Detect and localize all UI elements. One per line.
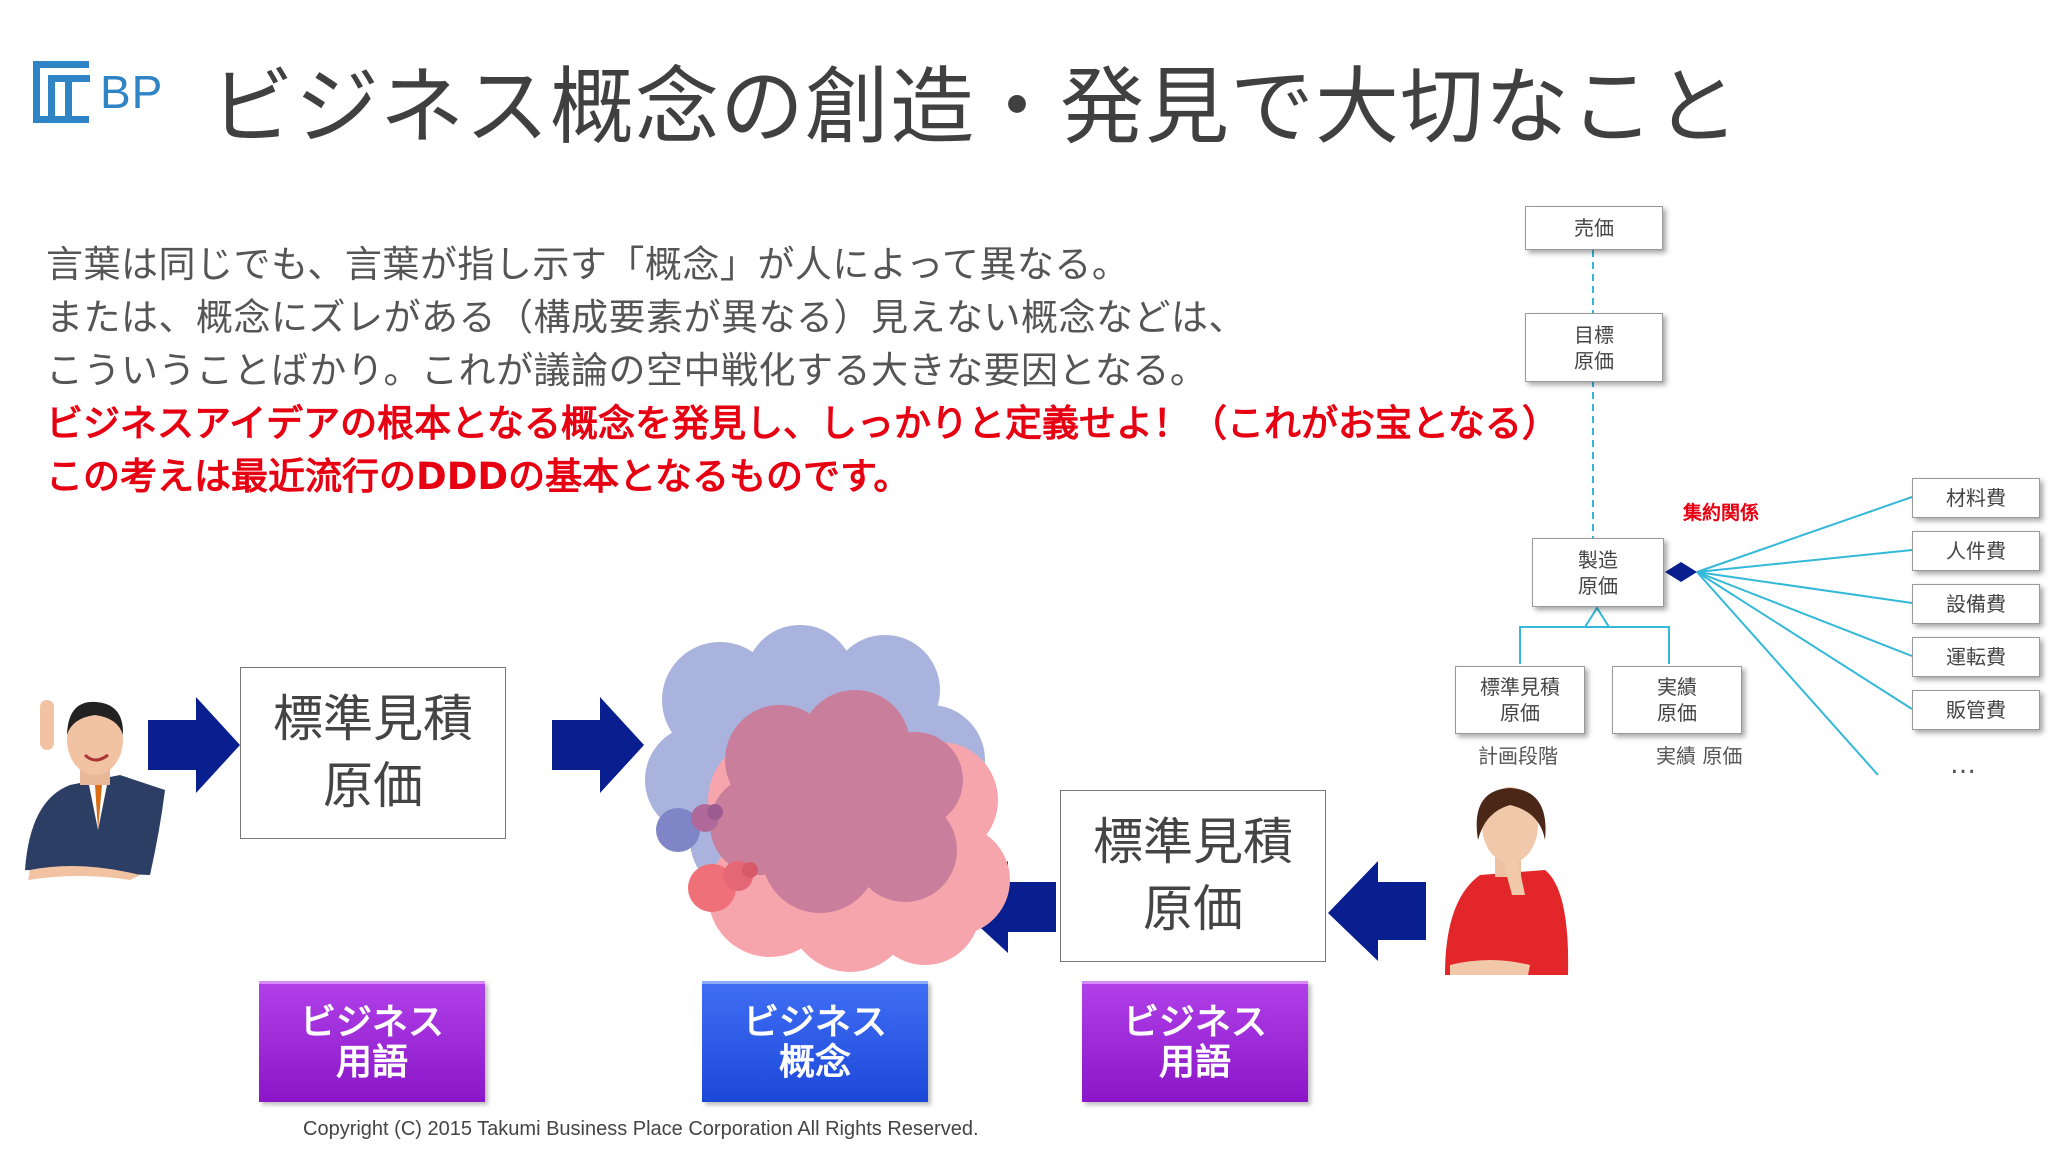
label-actual-cost: 実績 原価	[1656, 744, 1743, 768]
component-sales-admin-cost: 販管費	[1912, 690, 2040, 730]
aggregation-lines	[1696, 496, 1913, 776]
component-equipment-cost: 設備費	[1912, 584, 2040, 624]
label-planning-stage: 計画段階	[1478, 744, 1558, 768]
business-concept-tag: ビジネス 概念	[702, 981, 928, 1102]
company-logo: BP	[30, 55, 170, 127]
arrow-left-2-icon	[1328, 861, 1426, 961]
component-material-cost: 材料費	[1912, 478, 2040, 518]
emphasis-line-1: ビジネスアイデアの根本となる概念を発見し、しっかりと定義せよ！（これがお宝となる…	[46, 402, 1559, 445]
slide-title: ビジネス概念の創造・発見で大切なこと	[210, 58, 1741, 156]
uml-standard-cost: 標準見積 原価	[1455, 666, 1585, 734]
logo-mark-icon	[33, 61, 90, 123]
arrow-right-2-icon	[552, 697, 644, 793]
right-term-box: 標準見積 原価	[1060, 790, 1326, 962]
inheritance-lines	[1519, 626, 1670, 664]
body-line-3: こういうことばかり。これが議論の空中戦化する大きな要因となる。	[46, 349, 1208, 392]
arrow-right-1-icon	[148, 697, 240, 793]
copyright-footer: Copyright (C) 2015 Takumi Business Place…	[303, 1118, 979, 1140]
flow-arrows	[148, 697, 1426, 961]
emphasis-line-2: この考えは最近流行のDDDの基本となるものです。	[46, 455, 911, 498]
component-labor-cost: 人件費	[1912, 531, 2040, 571]
uml-manufacturing-cost: 製造 原価	[1532, 538, 1664, 607]
uml-selling-price: 売価	[1525, 206, 1663, 250]
component-operation-cost: 運転費	[1912, 637, 2040, 677]
business-term-tag-right: ビジネス 用語	[1082, 981, 1308, 1102]
body-line-2: または、概念にズレがある（構成要素が異なる）見えない概念などは、	[46, 296, 1246, 339]
concept-cloud-icon	[645, 625, 1010, 972]
left-term-box: 標準見積 原価	[240, 667, 506, 839]
aggregation-diamond-icon	[1665, 562, 1697, 582]
business-term-tag-left: ビジネス 用語	[259, 981, 485, 1102]
uml-actual-cost: 実績 原価	[1612, 666, 1742, 734]
body-line-1: 言葉は同じでも、言葉が指し示す「概念」が人によって異なる。	[46, 243, 1130, 286]
arrow-left-1-icon	[958, 861, 1056, 953]
businessman-illustration-icon	[25, 700, 165, 880]
more-components-ellipsis: …	[1950, 750, 1976, 780]
aggregation-label: 集約関係	[1683, 502, 1760, 524]
inheritance-triangle-icon	[1583, 606, 1611, 628]
woman-illustration-icon	[1445, 787, 1569, 975]
logo-text: BP	[100, 66, 164, 118]
uml-target-cost: 目標 原価	[1525, 313, 1663, 382]
